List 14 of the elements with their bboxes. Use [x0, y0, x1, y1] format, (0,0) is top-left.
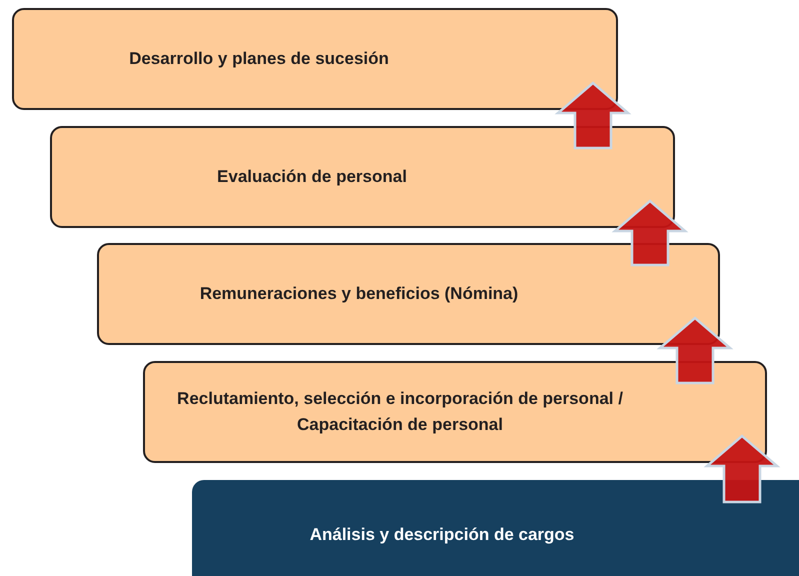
process-box	[12, 8, 618, 110]
box-label: Análisis y descripción de cargos	[308, 524, 576, 546]
process-box	[143, 361, 767, 463]
process-box	[50, 126, 675, 228]
dark-box	[192, 480, 799, 576]
process-box	[97, 243, 720, 345]
block-arrow	[656, 316, 734, 384]
box-label: Reclutamiento, selección e incorporación de personal / Capacitación de personal	[176, 388, 624, 436]
block-arrow	[612, 199, 688, 266]
box-label: Desarrollo y planes de sucesión	[128, 48, 390, 70]
box-label: Evaluación de personal	[216, 166, 408, 188]
box-label: Remuneraciones y beneficios (Nómina)	[198, 283, 520, 305]
block-arrow	[554, 81, 632, 150]
block-arrow	[704, 434, 780, 504]
